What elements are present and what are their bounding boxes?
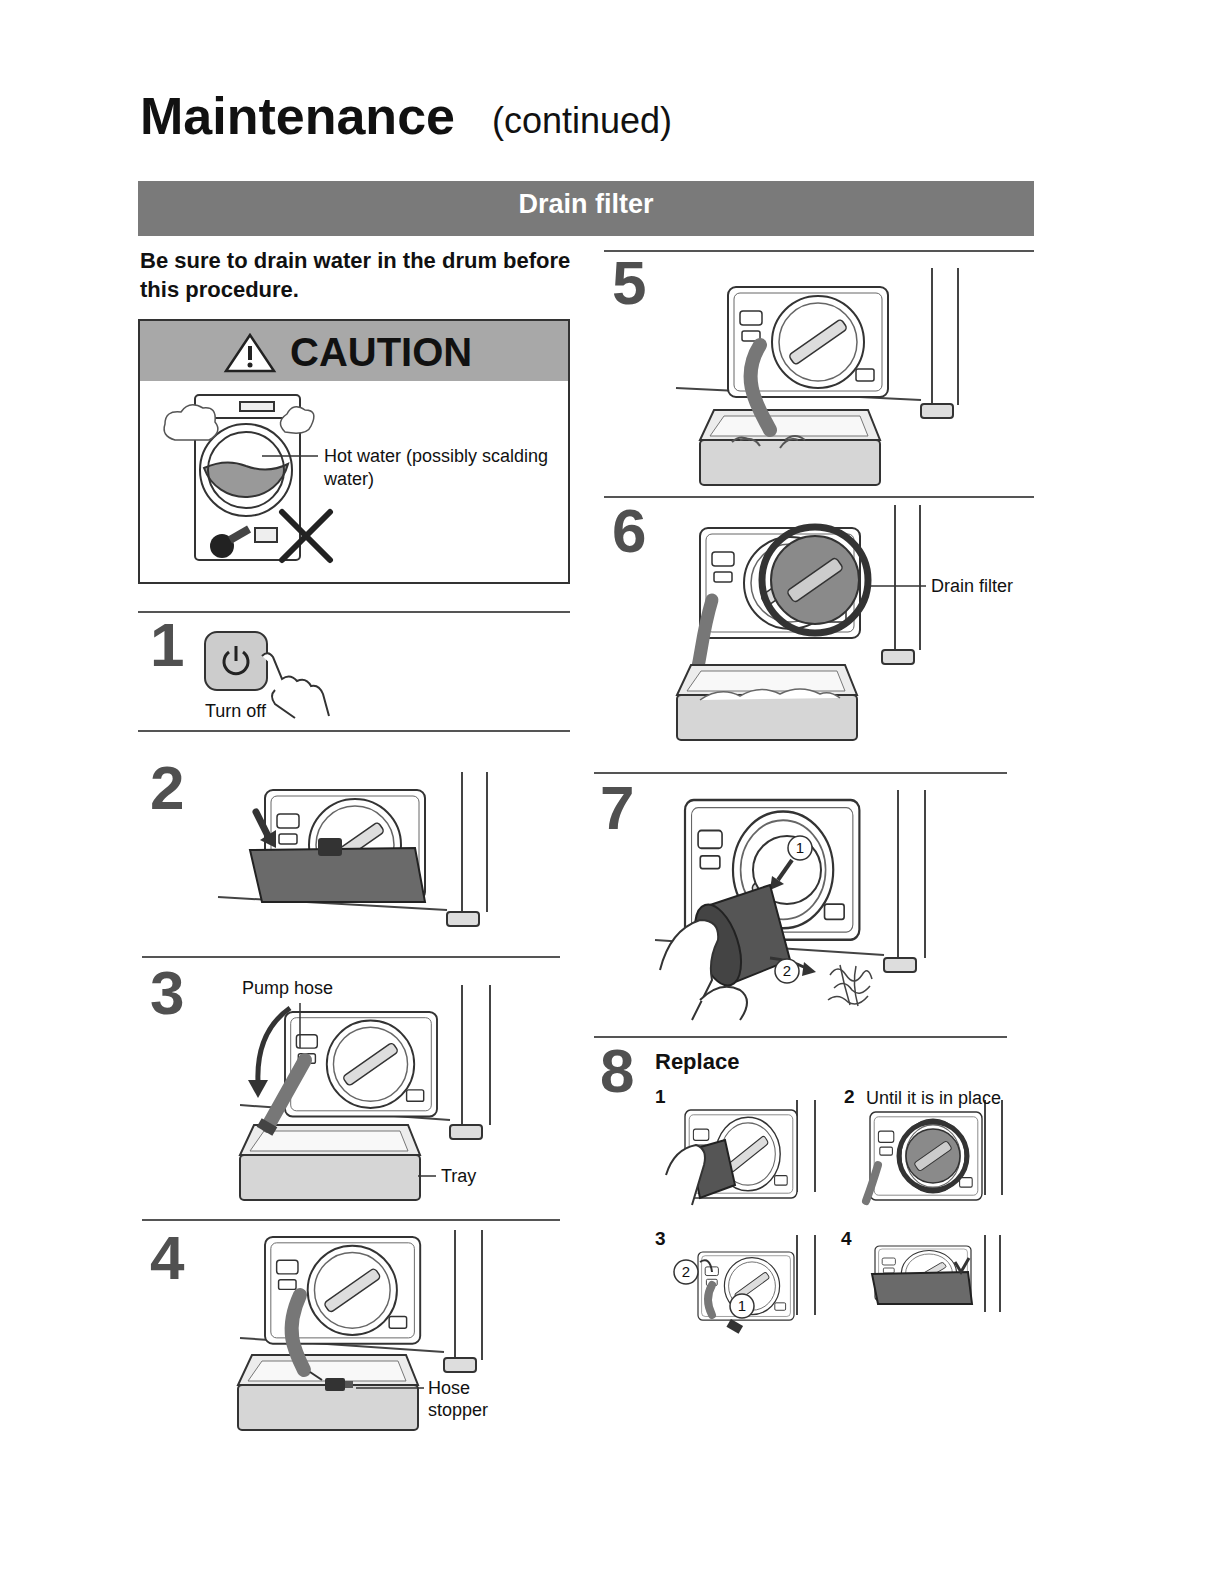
part-label: Tray	[441, 1165, 476, 1187]
part-label: Pump hose	[242, 977, 333, 999]
step-number: 5	[612, 252, 646, 314]
section-title: Drain filter	[138, 181, 1034, 228]
callout-number: 2	[675, 1261, 697, 1283]
page-title: Maintenance	[140, 90, 455, 142]
part-label: Hose stopper	[428, 1377, 508, 1421]
step-number: 2	[150, 757, 184, 819]
sub-step-number: 3	[655, 1228, 666, 1250]
step-number: 3	[150, 962, 184, 1024]
sub-heading: Replace	[655, 1049, 739, 1075]
note-text: Be sure to drain water in the drum befor…	[140, 246, 572, 304]
part-label: Drain filter	[931, 575, 1013, 597]
callout-number: 1	[731, 1295, 753, 1317]
callout-number: 2	[776, 960, 798, 982]
step-number: 4	[150, 1227, 184, 1289]
caption-label: Turn off	[205, 700, 266, 722]
sub-step-number: 1	[655, 1086, 666, 1108]
callout-number: 1	[789, 837, 811, 859]
step-number: 8	[600, 1040, 634, 1102]
sub-step-number: 4	[841, 1228, 852, 1250]
caution-heading: CAUTION	[290, 329, 472, 375]
sub-step-label: Until it is in place	[866, 1087, 1001, 1109]
sub-step-number: 2	[844, 1086, 855, 1108]
caution-box: CAUTION Hot water (possibly scalding wate…	[138, 319, 570, 584]
callout-label: Hot water (possibly scalding water)	[324, 445, 549, 491]
section-band: Drain filter	[138, 181, 1034, 236]
step-number: 1	[150, 614, 184, 676]
step-number: 7	[600, 777, 634, 839]
step-number: 6	[612, 500, 646, 562]
subtitle: (continued)	[492, 103, 672, 139]
